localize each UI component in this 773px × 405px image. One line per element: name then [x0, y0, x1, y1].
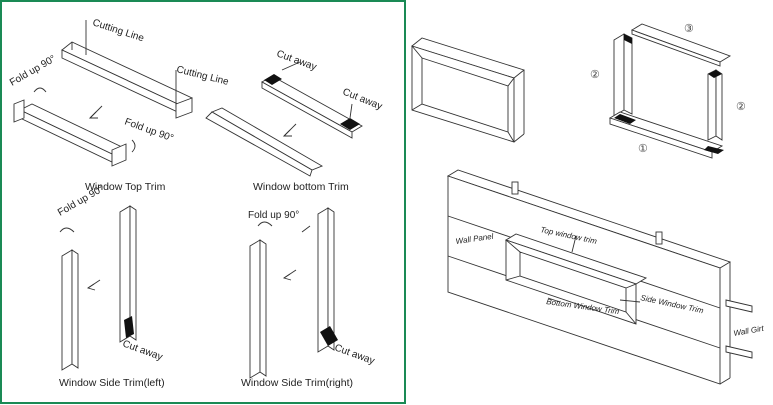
side-left-diagram [59, 205, 137, 371]
top-trim-diagram [13, 20, 193, 167]
wall-assembly [446, 169, 753, 385]
piece-number-2a: ② [590, 69, 600, 81]
bottom-trim-caption: Window bottom Trim [253, 181, 349, 193]
side-right-caption: Window Side Trim(right) [241, 377, 353, 389]
piece-number-1: ① [638, 143, 648, 155]
piece-number-2b: ② [736, 101, 746, 113]
assembled-frame [411, 37, 525, 143]
left-panel: Cutting Line Cutting Line Fold up 90° Fo… [0, 0, 406, 404]
piece-number-3: ③ [684, 23, 694, 35]
exploded-trim [608, 23, 732, 159]
bottom-trim-diagram [205, 61, 363, 177]
side-right-diagram [249, 207, 338, 379]
side-left-caption: Window Side Trim(left) [59, 377, 165, 389]
label-wall-girt: Wall Girt [733, 324, 765, 338]
right-panel: ③ ② ② ① [411, 23, 765, 385]
side-right-fold: Fold up 90° [248, 210, 299, 221]
top-trim-caption: Window Top Trim [85, 181, 166, 193]
